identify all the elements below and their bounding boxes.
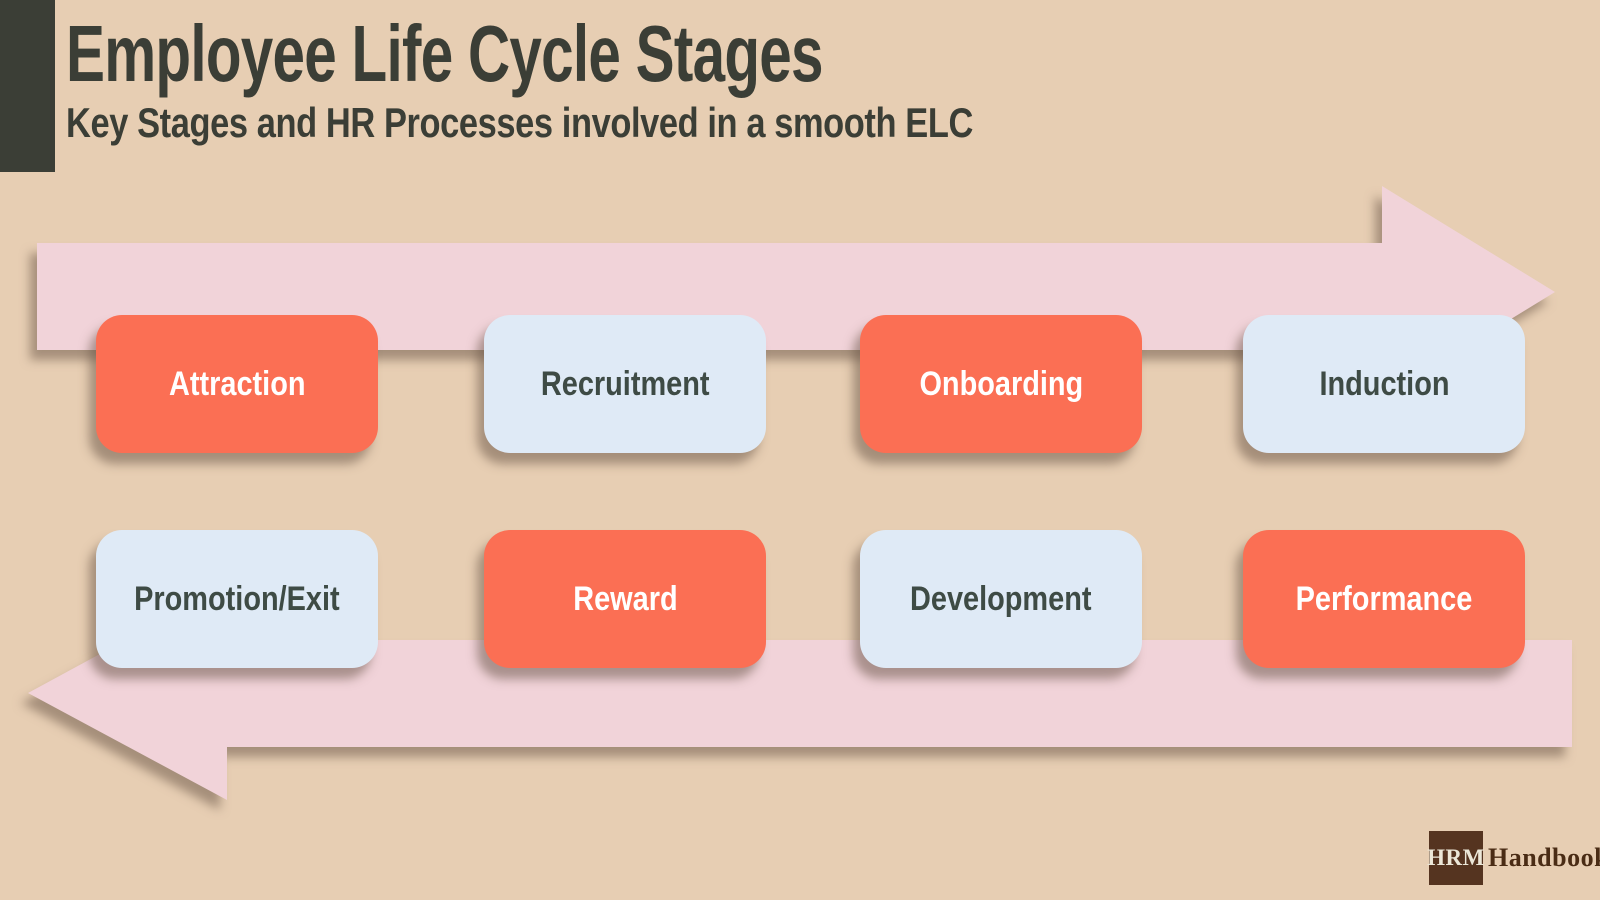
stage-card-attraction: Attraction bbox=[96, 315, 378, 453]
page-title: Employee Life Cycle Stages bbox=[66, 9, 823, 98]
stage-label: Performance bbox=[1295, 579, 1473, 618]
logo-badge: HRM bbox=[1427, 831, 1484, 885]
left-arrow-band bbox=[28, 585, 1572, 800]
stage-label: Development bbox=[910, 579, 1092, 618]
title-accent-bar bbox=[0, 0, 55, 172]
right-arrow-band bbox=[37, 186, 1555, 398]
brand-logo: HRM Handbook bbox=[1427, 831, 1600, 885]
logo-name: Handbook bbox=[1488, 843, 1600, 872]
stage-label: Reward bbox=[572, 579, 678, 618]
page-subtitle: Key Stages and HR Processes involved in … bbox=[66, 99, 973, 146]
stage-card-onboarding: Onboarding bbox=[860, 315, 1142, 453]
stage-label: Promotion/Exit bbox=[134, 579, 340, 618]
stage-card-recruitment: Recruitment bbox=[484, 315, 766, 453]
stage-label: Recruitment bbox=[540, 364, 710, 403]
stage-card-performance: Performance bbox=[1243, 530, 1525, 668]
stage-card-induction: Induction bbox=[1243, 315, 1525, 453]
stage-label: Attraction bbox=[168, 364, 306, 403]
stage-card-promotion-exit: Promotion/Exit bbox=[96, 530, 378, 668]
stage-card-development: Development bbox=[860, 530, 1142, 668]
stage-card-reward: Reward bbox=[484, 530, 766, 668]
stage-label: Onboarding bbox=[919, 364, 1083, 403]
stage-label: Induction bbox=[1318, 364, 1450, 403]
